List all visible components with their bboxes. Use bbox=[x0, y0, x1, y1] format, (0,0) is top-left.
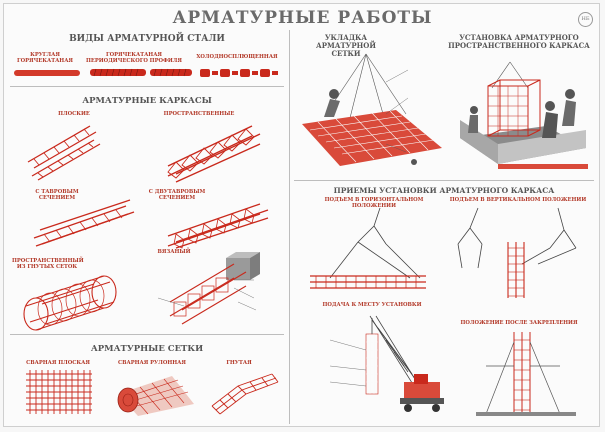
steel-label-periodic: ГОРЯЧЕКАТАНАЯ ПЕРИОДИЧЕСКОГО ПРОФИЛЯ bbox=[86, 52, 182, 64]
bent-mesh-illustration bbox=[211, 373, 279, 415]
divider-right bbox=[294, 180, 594, 181]
steel-label-round: КРУГЛАЯ ГОРЯЧЕКАТАНАЯ bbox=[17, 52, 73, 64]
mesh-bent-label: ГНУТАЯ bbox=[226, 360, 252, 366]
vertical-lift-illustration bbox=[457, 207, 577, 298]
tied-frame-illustration bbox=[157, 252, 260, 325]
spatial-frame-illustration bbox=[167, 125, 261, 183]
steel-heading: ВИДЫ АРМАТУРНОЙ СТАЛИ bbox=[69, 34, 225, 44]
methods-heading: ПРИЕМЫ УСТАНОВКИ АРМАТУРНОГО КАРКАСА bbox=[333, 186, 555, 195]
steel-label-flattened: ХОЛОДНОСПЛЮЩЕННАЯ bbox=[196, 54, 278, 60]
frames-flat-label: ПЛОСКИЕ bbox=[58, 111, 90, 117]
poster-code-badge: НБ bbox=[578, 12, 593, 27]
method-horizontal-label: ПОДЪЕМ В ГОРИЗОНТАЛЬНОМ ПОЛОЖЕНИИ bbox=[324, 197, 424, 209]
mesh-welded-flat-label: СВАРНАЯ ПЛОСКАЯ bbox=[26, 360, 90, 366]
method-feed-label: ПОДАЧА К МЕСТУ УСТАНОВКИ bbox=[322, 302, 422, 308]
welded-roll-mesh-illustration bbox=[117, 376, 194, 416]
divider-frames bbox=[10, 334, 284, 335]
poster: АРМАТУРНЫЕ РАБОТЫ НБ ВИДЫ АРМАТУРНОЙ СТА… bbox=[3, 3, 600, 427]
method-vertical-label: ПОДЪЕМ В ВЕРТИКАЛЬНОМ ПОЛОЖЕНИИ bbox=[449, 197, 587, 203]
frames-bentmesh-label: ПРОСТРАНСТВЕННЫЙ ИЗ ГНУТЫХ СЕТОК bbox=[12, 258, 84, 270]
after-fix-illustration bbox=[476, 332, 576, 416]
frames-doublet-label: С ДВУТАВРОВЫМ СЕЧЕНИЕМ bbox=[148, 189, 206, 201]
install-frame-illustration bbox=[460, 61, 588, 169]
steel-bars-illustration bbox=[14, 68, 278, 77]
frames-heading: АРМАТУРНЫЕ КАРКАСЫ bbox=[82, 96, 212, 106]
bent-mesh-frame-illustration bbox=[23, 275, 117, 331]
laying-heading: УКЛАДКА АРМАТУРНОЙ СЕТКИ bbox=[316, 33, 376, 58]
frames-tsection-label: С ТАВРОВЫМ СЕЧЕНИЕМ bbox=[35, 189, 79, 201]
t-section-frame-illustration bbox=[33, 199, 135, 247]
vertical-divider bbox=[289, 30, 290, 424]
mesh-welded-roll-label: СВАРНАЯ РУЛОННАЯ bbox=[118, 360, 186, 366]
divider-steel bbox=[10, 86, 284, 87]
frames-tied-label: ВЯЗАНЫЙ bbox=[157, 249, 191, 255]
install-frame-heading: УСТАНОВКА АРМАТУРНОГО ПРОСТРАНСТВЕННОГО … bbox=[448, 33, 590, 50]
poster-title: АРМАТУРНЫЕ РАБОТЫ bbox=[172, 8, 433, 28]
horizontal-lift-illustration bbox=[310, 207, 426, 289]
frames-spatial-label: ПРОСТРАНСТВЕННЫЕ bbox=[163, 111, 235, 117]
method-afterfix-label: ПОЛОЖЕНИЕ ПОСЛЕ ЗАКРЕПЛЕНИЯ bbox=[460, 320, 578, 326]
laying-mesh-illustration bbox=[302, 53, 442, 166]
crane-feed-illustration bbox=[329, 315, 444, 412]
meshes-heading: АРМАТУРНЫЕ СЕТКИ bbox=[90, 344, 204, 354]
double-t-frame-illustration bbox=[167, 203, 269, 249]
flat-frames-illustration bbox=[27, 125, 101, 181]
welded-flat-mesh-illustration bbox=[26, 370, 92, 414]
